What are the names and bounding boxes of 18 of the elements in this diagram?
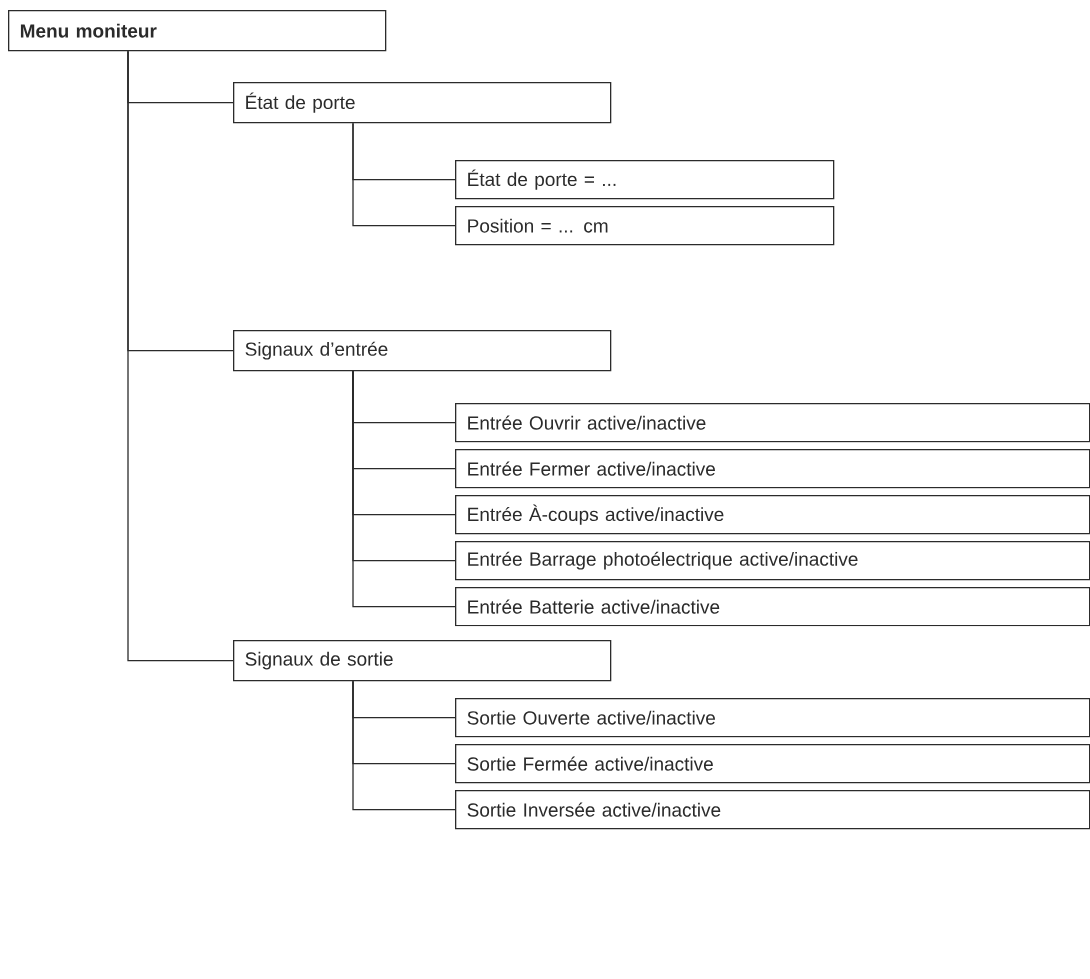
- menu-box: Entrée Batterie active/inactive: [455, 587, 1090, 627]
- menu-box: État de porte: [233, 82, 612, 124]
- menu-box: État de porte = ...: [455, 160, 835, 200]
- menu-box: Signaux d’entrée: [233, 330, 612, 372]
- menu-box: Sortie Inversée active/inactive: [455, 790, 1090, 830]
- menu-box: Menu moniteur: [8, 10, 387, 52]
- tree-connector: [352, 370, 456, 608]
- menu-box: Entrée Barrage photoélectrique active/inactive: [455, 541, 1090, 581]
- menu-box: Entrée Ouvrir active/inactive: [455, 403, 1090, 443]
- tree-connector: [127, 50, 234, 662]
- tree-connector: [352, 122, 456, 227]
- menu-box: Position = ... cm: [455, 206, 835, 246]
- menu-box: Entrée Fermer active/inactive: [455, 449, 1090, 489]
- menu-box: Sortie Ouverte active/inactive: [455, 698, 1090, 738]
- menu-box: Entrée À-coups active/inactive: [455, 495, 1090, 535]
- menu-box: Sortie Fermée active/inactive: [455, 744, 1090, 784]
- tree-connector: [352, 680, 456, 811]
- menu-box: Signaux de sortie: [233, 640, 612, 682]
